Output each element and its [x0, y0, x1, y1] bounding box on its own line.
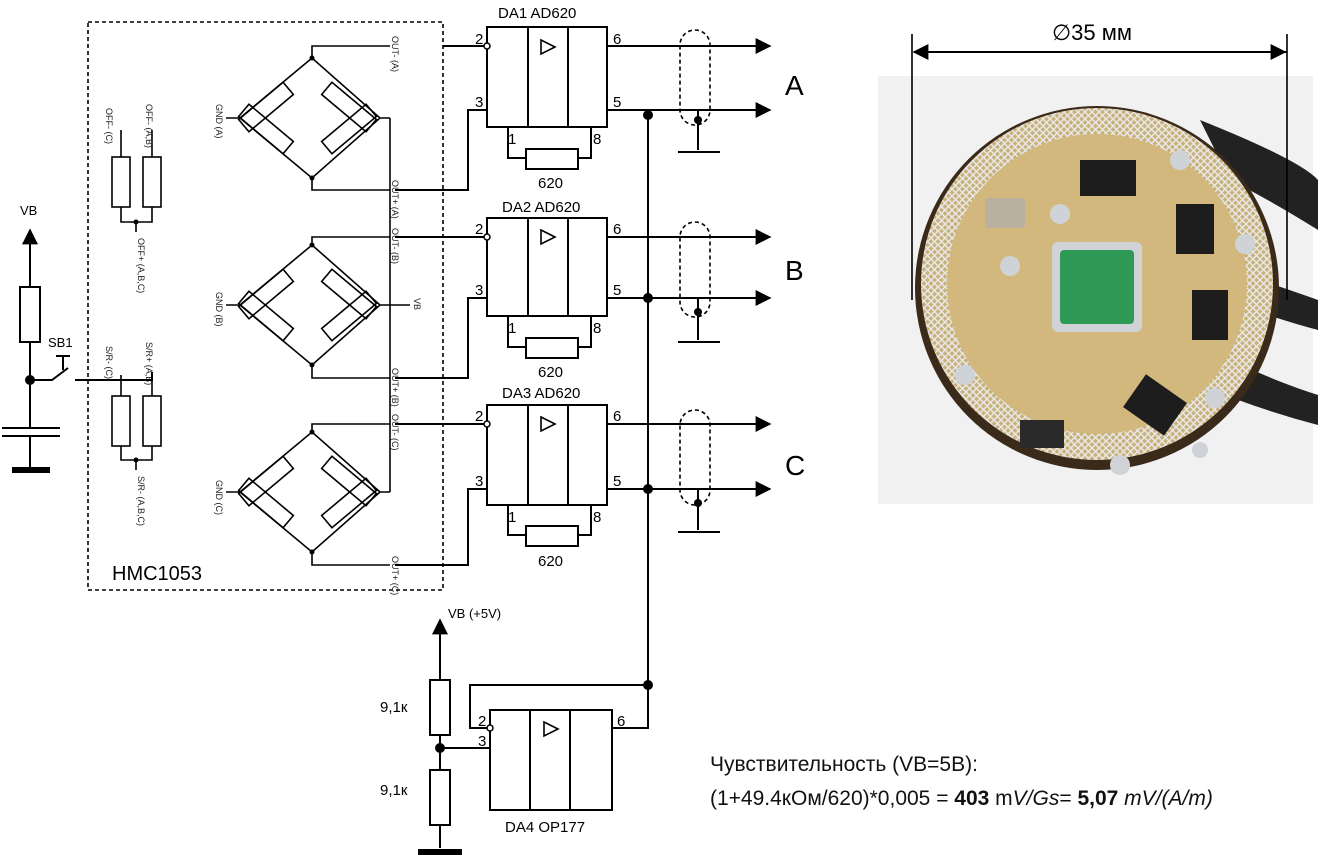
amp-da1-title: DA1 AD620 [498, 5, 576, 22]
bridge-b-out-pos: OUT+ (B) [390, 368, 400, 407]
bridge-c-gnd: GND (C) [214, 480, 224, 515]
opamp-da4: 2 3 6 DA4 OP177 [440, 684, 649, 836]
ic-da3 [1192, 290, 1228, 340]
svg-text:620: 620 [538, 364, 563, 381]
bridge-b-vb: VB [412, 298, 422, 310]
set-reset-circuit: VB SB1 [2, 203, 153, 473]
svg-text:1: 1 [508, 131, 516, 148]
amp-da1: DA1 AD620 2 3 6 5 1 8 620 A [395, 5, 804, 192]
svg-text:2: 2 [478, 713, 486, 730]
amp-da2: DA2 AD620 2 3 6 5 1 8 620 B [395, 199, 804, 381]
svg-text:3: 3 [475, 282, 483, 299]
ic-da2 [1176, 204, 1214, 254]
sensitivity-note: Чувствительность (VB=5В): (1+49.4кОм/620… [710, 748, 1310, 816]
svg-text:3: 3 [475, 94, 483, 111]
svg-text:5: 5 [613, 473, 621, 490]
vb5-label: VB (+5V) [448, 606, 501, 621]
amp-symbol-icon [540, 228, 557, 246]
svg-text:2: 2 [475, 221, 483, 238]
sensitivity-title: Чувствительность (VB=5В): [710, 753, 978, 776]
coil-sr-ab-label: S/R+ (A,B) [144, 342, 154, 385]
shield-icon [679, 29, 711, 126]
svg-text:6: 6 [613, 31, 621, 48]
coil-off-plus-label: OFF+ (A,B,C) [136, 238, 146, 293]
coil-sr-minus-label: S/R- (A,B,C) [136, 476, 146, 526]
svg-text:6: 6 [617, 713, 625, 730]
r-top-label: 9,1к [380, 699, 408, 716]
sensitivity-formula: (1+49.4кОм/620)*0,005 = 403 mV/Gs= 5,07 … [710, 787, 1213, 810]
coil-off-ab-label: OFF- (A,B) [144, 104, 154, 148]
r-bottom-label: 9,1к [380, 782, 408, 799]
bridge-c: GND (C) OUT- (C) OUT+ (C) [214, 414, 400, 595]
svg-text:3: 3 [478, 733, 486, 750]
coil-sr-c-label: S/R- (C) [104, 346, 114, 379]
amp-symbol-icon [543, 720, 560, 738]
svg-text:5: 5 [613, 94, 621, 111]
opamp-title: DA4 OP177 [505, 819, 585, 836]
svg-text:8: 8 [593, 320, 601, 337]
svg-text:1: 1 [508, 320, 516, 337]
offset-coils: OFF- (C) OFF- (A,B) OFF+ (A,B,C) [104, 104, 162, 293]
ic-da1 [1080, 160, 1136, 196]
svg-text:8: 8 [593, 131, 601, 148]
shield-icon [679, 409, 711, 506]
divider: VB (+5V) 9,1к 9,1к [380, 606, 501, 855]
bridge-b-gnd: GND (B) [214, 292, 224, 327]
bridge-a-out-neg: OUT- (A) [390, 36, 400, 72]
bridge-b-out-neg: OUT- (B) [390, 228, 400, 264]
amp-da3-title: DA3 AD620 [502, 385, 580, 402]
rg-resistor [525, 525, 579, 547]
amp-da3: DA3 AD620 2 3 6 5 1 8 620 C [395, 385, 805, 570]
shield-icon [679, 221, 711, 318]
ic-da4 [1123, 374, 1187, 436]
channel-c-label: C [785, 450, 805, 481]
bridge-c-out-neg: OUT- (C) [390, 414, 400, 451]
bridge-a-gnd: GND (A) [214, 104, 224, 139]
amp-symbol-icon [540, 415, 557, 433]
set-reset-coils: S/R- (C) S/R+ (A,B) S/R- (A,B,C) [104, 342, 162, 526]
svg-text:3: 3 [475, 473, 483, 490]
channel-a-label: A [785, 70, 804, 101]
rg-resistor [525, 148, 579, 170]
svg-text:8: 8 [593, 509, 601, 526]
bridge-b: GND (B) OUT- (B) OUT+ (B) VB [214, 228, 422, 407]
bridge-a: GND (A) OUT- (A) OUT+ (A) [214, 36, 400, 219]
svg-text:620: 620 [538, 175, 563, 192]
channel-b-label: B [785, 255, 804, 286]
bridge-c-out-pos: OUT+ (C) [390, 556, 400, 595]
hmc1053-outline [87, 21, 444, 591]
board-photo [878, 76, 1318, 504]
vb-label: VB [20, 203, 37, 218]
sb1-label: SB1 [48, 335, 73, 350]
svg-text:6: 6 [613, 221, 621, 238]
diameter-label: ∅35 мм [1052, 20, 1132, 45]
svg-text:2: 2 [475, 408, 483, 425]
hmc1053-chip [1060, 250, 1134, 324]
diameter-dimension: ∅35 мм [911, 20, 1288, 300]
bridge-a-out-pos: OUT+ (A) [390, 180, 400, 219]
svg-text:6: 6 [613, 408, 621, 425]
amp-da2-title: DA2 AD620 [502, 199, 580, 216]
chip-label: HMC1053 [112, 563, 202, 585]
coil-off-c-label: OFF- (C) [104, 108, 114, 144]
svg-text:620: 620 [538, 553, 563, 570]
svg-text:5: 5 [613, 282, 621, 299]
amp-symbol-icon [540, 38, 557, 56]
rg-resistor [525, 337, 579, 359]
svg-text:2: 2 [475, 31, 483, 48]
svg-text:1: 1 [508, 509, 516, 526]
